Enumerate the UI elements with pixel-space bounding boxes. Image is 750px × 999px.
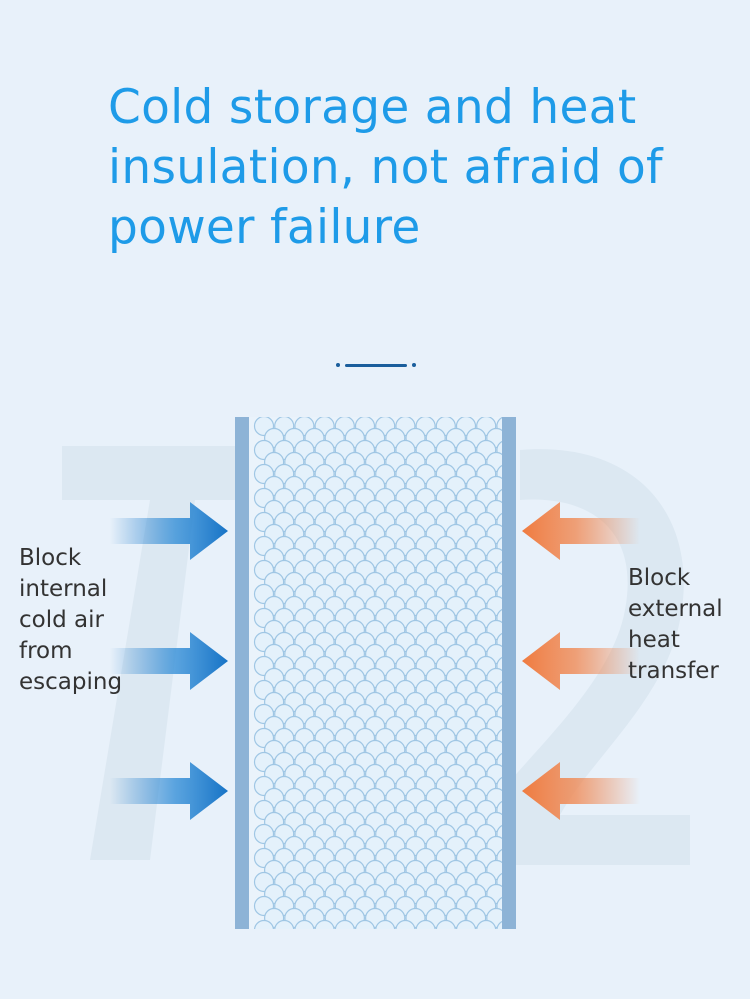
headline-line-2: insulation, not afraid of bbox=[108, 140, 663, 195]
divider-bar bbox=[345, 364, 407, 367]
divider-dot-right bbox=[412, 363, 416, 367]
panel-left-wall bbox=[235, 417, 249, 929]
left-caption-line: from bbox=[19, 638, 73, 664]
headline-line-3: power failure bbox=[108, 200, 421, 255]
arrow-right-icon bbox=[110, 502, 228, 560]
headline-line-1: Cold storage and heat bbox=[108, 80, 637, 135]
right-caption-line: heat bbox=[628, 627, 680, 653]
left-caption-line: escaping bbox=[19, 669, 123, 695]
left-caption-line: Block bbox=[19, 545, 82, 571]
arrow-left-icon bbox=[522, 502, 640, 560]
panel-right-wall bbox=[502, 417, 516, 929]
left-caption-line: cold air bbox=[19, 607, 104, 633]
divider-dot-left bbox=[336, 363, 340, 367]
section-divider bbox=[336, 361, 416, 369]
arrow-left-icon bbox=[522, 632, 640, 690]
right-caption-line: Block bbox=[628, 565, 691, 591]
arrow-right-icon bbox=[110, 632, 228, 690]
right-caption-line: transfer bbox=[628, 658, 719, 684]
insulation-bubble-layer bbox=[249, 415, 537, 965]
insulation-panel bbox=[235, 415, 537, 965]
arrow-left-icon bbox=[522, 762, 640, 820]
right-caption-line: external bbox=[628, 596, 723, 622]
left-caption: Block internal cold air from escaping bbox=[19, 543, 122, 698]
right-caption: Block external heat transfer bbox=[628, 563, 723, 687]
arrow-right-icon bbox=[110, 762, 228, 820]
left-caption-line: internal bbox=[19, 576, 108, 602]
headline: Cold storage and heat insulation, not af… bbox=[108, 78, 708, 258]
bubble-pattern bbox=[253, 415, 537, 965]
